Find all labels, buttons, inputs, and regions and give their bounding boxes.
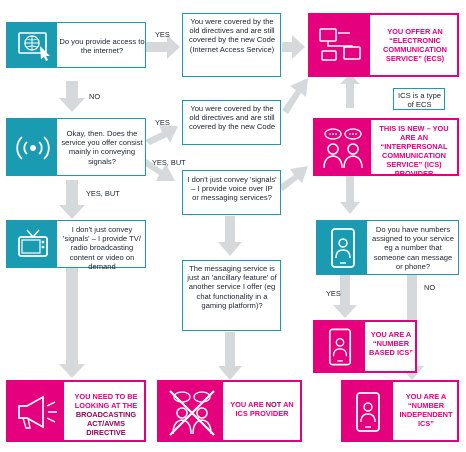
outcome-not-ics-text: YOU ARE NOT AN ICS PROVIDER: [227, 400, 297, 418]
arrow-ancillary-to-notics: [218, 332, 242, 380]
megaphone-icon: [18, 395, 57, 429]
arrow-numbers-to-number-based: [333, 275, 357, 318]
arrow-ics-to-ecs: [340, 74, 360, 108]
arrow-signals-to-voip: [141, 158, 175, 181]
outcome-not-ics-post: AN ICS PROVIDER: [235, 400, 294, 418]
arrow-internet-to-covered: [145, 35, 180, 59]
outcome-broadcast-bold: BROADCASTING ACT/AVMS DIRECTIVE: [75, 410, 137, 437]
info-voip: I don't just convey 'signals' – I provid…: [182, 170, 281, 215]
label-yes-but-mid: YES, BUT: [152, 158, 186, 167]
info-covered-old: You were covered by the old directives a…: [182, 100, 281, 145]
label-no-right: NO: [424, 283, 436, 292]
outcome-broadcast-pre: YOU NEED TO BE LOOKING AT THE: [74, 392, 138, 410]
people-chat-crossed-icon: [169, 390, 215, 436]
outcome-ecs: YOU OFFER AN “ELECTRONIC COMMUNICATION S…: [308, 13, 459, 77]
info-ancillary: The messaging service is just an 'ancill…: [182, 260, 281, 331]
phone-person-icon: [331, 228, 355, 268]
question-numbers: Do you have numbers assigned to your ser…: [316, 220, 459, 275]
question-broadcast-icon-panel: [7, 221, 57, 267]
label-no-left: NO: [89, 92, 101, 101]
arrow-covered-to-ecs: [282, 35, 305, 59]
outcome-number-based: YOU ARE A “NUMBER BASED ICS”: [313, 320, 417, 373]
phone-person-outline-icon: [356, 392, 380, 432]
monitor-network-icon: [319, 28, 361, 61]
phone-person-icon: [328, 328, 352, 366]
outcome-ics-new: THIS IS NEW – YOU ARE AN “INTERPERSONAL …: [313, 118, 459, 178]
label-yes-top: YES: [155, 30, 170, 39]
arrow-voip-to-ics: [278, 166, 308, 191]
question-broadcast-text: I don't just convey 'signals' – I provid…: [63, 225, 141, 271]
info-voip-text: I don't just convey 'signals' – I provid…: [187, 175, 277, 203]
outcome-ecs-text: YOU OFFER AN “ELECTRONIC COMMUNICATION S…: [383, 27, 447, 63]
outcome-not-ics: YOU ARE NOT AN ICS PROVIDER: [157, 380, 302, 442]
arrow-signals-to-covered-old: [145, 125, 178, 145]
question-internet-text: Do you provide access to the internet?: [59, 37, 145, 56]
info-ics-note: ICS is a type of ECS: [393, 88, 445, 110]
outcome-ics-new-text: THIS IS NEW – YOU ARE AN “INTERPERSONAL …: [379, 124, 449, 178]
arrow-signals-to-broadcast: [59, 180, 85, 219]
outcome-ecs-icon-panel: [310, 15, 370, 75]
question-numbers-text: Do you have numbers assigned to your ser…: [372, 225, 454, 271]
info-covered-new: You were covered by the old directives a…: [182, 13, 281, 77]
info-ancillary-text: The messaging service is just an 'ancill…: [187, 264, 277, 310]
outcome-not-ics-pre: YOU ARE: [230, 400, 266, 409]
outcome-not-ics-bold: NOT: [265, 400, 282, 409]
outcome-broadcast: YOU NEED TO BE LOOKING AT THE BROADCASTI…: [6, 380, 146, 442]
outcome-number-based-text: YOU ARE A “NUMBER BASED ICS”: [369, 330, 413, 357]
label-yes-right: YES: [326, 289, 341, 298]
outcome-broadcast-icon-panel: [8, 382, 64, 440]
outcome-number-independent-text: YOU ARE A “NUMBER INDEPENDENT ICS”: [399, 392, 453, 428]
arrow-voip-to-ancillary: [218, 216, 242, 256]
globe-cursor-icon: [18, 32, 50, 61]
label-yes-mid: YES: [155, 118, 170, 127]
arrow-ics-to-numbers: [340, 175, 360, 214]
arrow-covered-old-to-ecs: [282, 78, 308, 114]
question-internet: Do you provide access to the internet?: [6, 22, 146, 68]
question-signals-text: Okay, then. Does the service you offer c…: [61, 129, 143, 166]
arrow-internet-to-signals: [59, 81, 85, 112]
label-yes-but-left: YES, BUT: [86, 189, 120, 198]
people-chat-icon: [323, 128, 363, 169]
info-covered-old-text: You were covered by the old directives a…: [188, 104, 276, 132]
outcome-broadcast-text: YOU NEED TO BE LOOKING AT THE BROADCASTI…: [67, 392, 145, 437]
outcome-number-independent: YOU ARE A “NUMBER INDEPENDENT ICS”: [341, 380, 459, 442]
info-ics-note-text: ICS is a type of ECS: [397, 91, 442, 110]
tv-icon: [18, 229, 48, 257]
question-signals: Okay, then. Does the service you offer c…: [6, 118, 146, 176]
radio-signal-icon: [16, 136, 50, 160]
arrow-broadcast-to-outcome: [59, 268, 85, 378]
question-broadcast: I don't just convey 'signals' – I provid…: [6, 220, 146, 271]
info-covered-new-text: You were covered by the old directives a…: [188, 17, 276, 54]
